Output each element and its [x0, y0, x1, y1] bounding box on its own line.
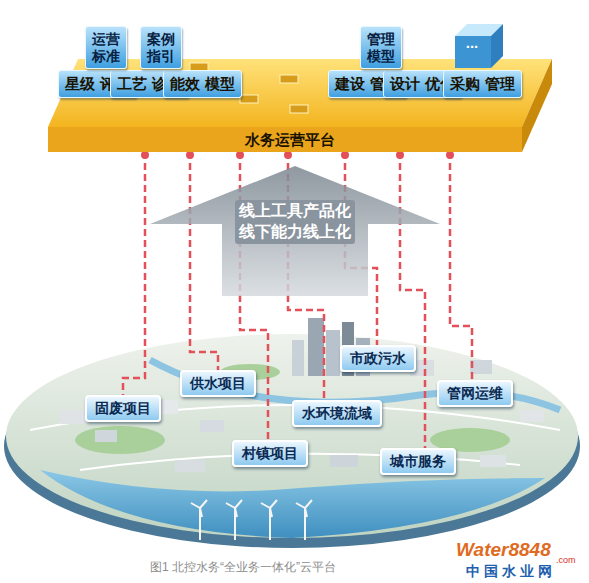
business-box: 固废项目 [85, 395, 161, 422]
dashed-connector [190, 152, 218, 370]
building [60, 410, 86, 424]
cube-front [455, 36, 491, 68]
node-label: 采购 管理 [450, 75, 514, 93]
node-label: 城市服务 [390, 453, 446, 470]
arrow-body [150, 166, 440, 296]
module-tile: 采购 管理 [443, 70, 522, 98]
socket [290, 105, 308, 113]
node-label: 水环境流域 [302, 405, 372, 422]
business-box: 管网运维 [437, 380, 513, 407]
figure-caption: 图1 北控水务“全业务一体化”云平台 [150, 557, 336, 576]
node-label: 案例 指引 [147, 31, 175, 63]
dashed-connector [450, 152, 472, 380]
cube-shape [453, 22, 505, 68]
building [330, 455, 358, 467]
platform-top [48, 59, 552, 127]
connector-dot [141, 151, 149, 159]
sea [40, 470, 545, 538]
socket [280, 75, 298, 83]
module-tile: 管理 模型 [360, 26, 402, 69]
connector-dot [396, 151, 404, 159]
watermark-logo: Water8848 [456, 539, 551, 561]
module-tile: 案例 指引 [140, 26, 182, 69]
building [308, 318, 324, 376]
node-label: 水务运营平台 [245, 131, 335, 149]
disc-top [6, 334, 578, 538]
connector-dot [236, 151, 244, 159]
windmill [296, 500, 312, 540]
platform-side [522, 59, 552, 152]
node-label: 运营 标准 [92, 31, 120, 63]
windmill [191, 500, 207, 540]
business-box: 水环境流域 [292, 400, 382, 427]
node-label: 管网运维 [447, 385, 503, 402]
building [480, 455, 506, 467]
module-tile: 能效 模型 [163, 70, 242, 98]
node-label: ... [466, 35, 479, 52]
node-label: 村镇项目 [242, 445, 298, 462]
watermark-name: 中国水业网 [466, 562, 556, 581]
business-box: 城市服务 [380, 448, 456, 475]
node-label: 固废项目 [95, 400, 151, 417]
platform-front [48, 127, 522, 152]
cube-icon: ... [453, 22, 505, 68]
connector-dot [446, 151, 454, 159]
building [175, 460, 205, 472]
windmill [261, 500, 277, 540]
windmill [226, 500, 242, 540]
label-text: Water8848 [456, 539, 551, 560]
connector-dot [186, 151, 194, 159]
watermark-domain: .com [556, 549, 576, 567]
connector-dot [284, 151, 292, 159]
building [520, 410, 544, 422]
business-box: 村镇项目 [232, 440, 308, 467]
dashed-connector [400, 152, 425, 448]
business-box: 供水项目 [180, 370, 256, 397]
node-label: 供水项目 [190, 375, 246, 392]
building [292, 340, 304, 376]
building [326, 330, 340, 376]
building [470, 360, 492, 374]
module-tile: 运营 标准 [85, 26, 127, 69]
building [200, 420, 224, 432]
node-label: 管理 模型 [367, 31, 395, 63]
up-arrow: 线上工具产品化 线下能力线上化 [150, 166, 440, 296]
caption-text: 图1 北控水务“全业务一体化”云平台 [150, 560, 336, 574]
socket [240, 95, 258, 103]
label-text: .com [556, 555, 576, 565]
label-text: 中国水业网 [466, 563, 556, 579]
node-label: 线上工具产品化 线下能力线上化 [235, 200, 355, 244]
node-label: 能效 模型 [170, 75, 234, 93]
green-area [75, 426, 165, 454]
dashed-connector [123, 152, 145, 395]
connector-dot [341, 151, 349, 159]
node-label: 市政污水 [350, 350, 406, 367]
platform-band: 水务运营平台星级 评价工艺 诊断能效 模型建设 管理设计 优化采购 管理 [40, 55, 555, 152]
business-box: 市政污水 [340, 345, 416, 372]
building [95, 430, 117, 442]
